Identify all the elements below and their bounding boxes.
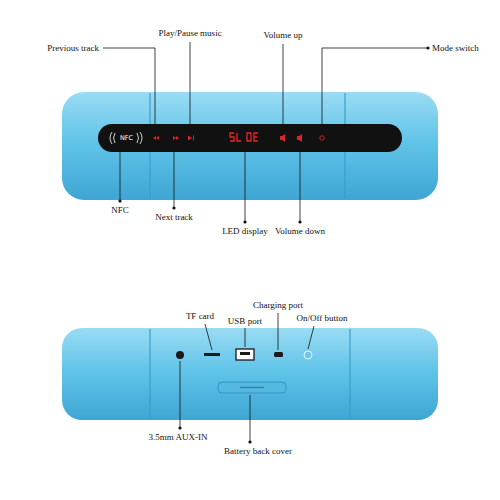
part-label: Volume down [275,226,325,237]
speaker-front [62,92,438,200]
logo-text: NFC [120,134,133,142]
part-label: On/Off button [296,313,347,324]
part-label: Mode switch [432,43,479,54]
leader-lines [103,42,428,442]
leader-dots [118,46,429,443]
part-label: Battery back cover [224,446,292,457]
part-label: Charging port [253,300,303,311]
part-label: Previous track [47,43,99,54]
part-label: NFC [111,205,129,216]
part-label: 3.5mm AUX-IN [149,432,208,443]
part-label: LED display [222,226,268,237]
part-label: TF card [186,311,214,322]
part-label: USB port [228,316,262,327]
part-label: Volume up [263,30,302,41]
part-label: Next track [155,212,193,223]
part-label: Play/Pause music [158,28,221,39]
